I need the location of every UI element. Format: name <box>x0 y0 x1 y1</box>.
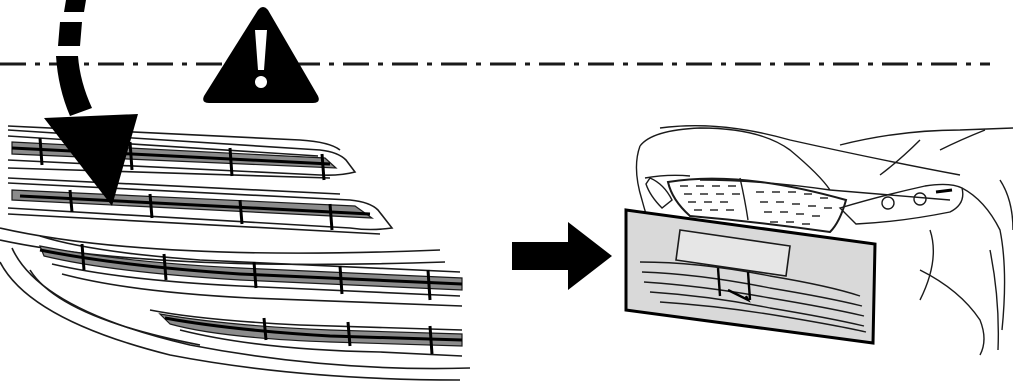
fender-line <box>990 250 998 350</box>
highlighted-bumper-zone <box>626 210 875 343</box>
windshield-line <box>880 140 920 175</box>
fender-line <box>1000 180 1013 230</box>
clip <box>40 138 42 165</box>
clip <box>428 270 430 300</box>
fender-line <box>920 230 933 300</box>
grille-pattern <box>680 186 832 224</box>
clip <box>264 318 266 340</box>
warning-triangle-icon <box>203 7 319 103</box>
grille-bar-outlines <box>12 148 462 340</box>
curved-down-arrow-icon <box>44 0 138 206</box>
body-line <box>645 175 690 178</box>
clip <box>150 194 152 218</box>
fender-line <box>920 270 984 355</box>
chrome-trim-strips <box>12 142 462 346</box>
bumper-contour-line <box>0 228 440 253</box>
clip <box>130 142 132 170</box>
clip <box>322 154 324 180</box>
windshield-line <box>940 130 985 150</box>
clip <box>330 204 332 230</box>
clip <box>348 322 350 346</box>
headlight <box>840 184 963 224</box>
clip <box>240 200 242 224</box>
bumper-contour-line <box>12 248 470 369</box>
right-arrow-icon <box>512 222 612 290</box>
clip <box>70 190 72 212</box>
clip <box>230 148 232 176</box>
windshield-line <box>840 128 1013 145</box>
